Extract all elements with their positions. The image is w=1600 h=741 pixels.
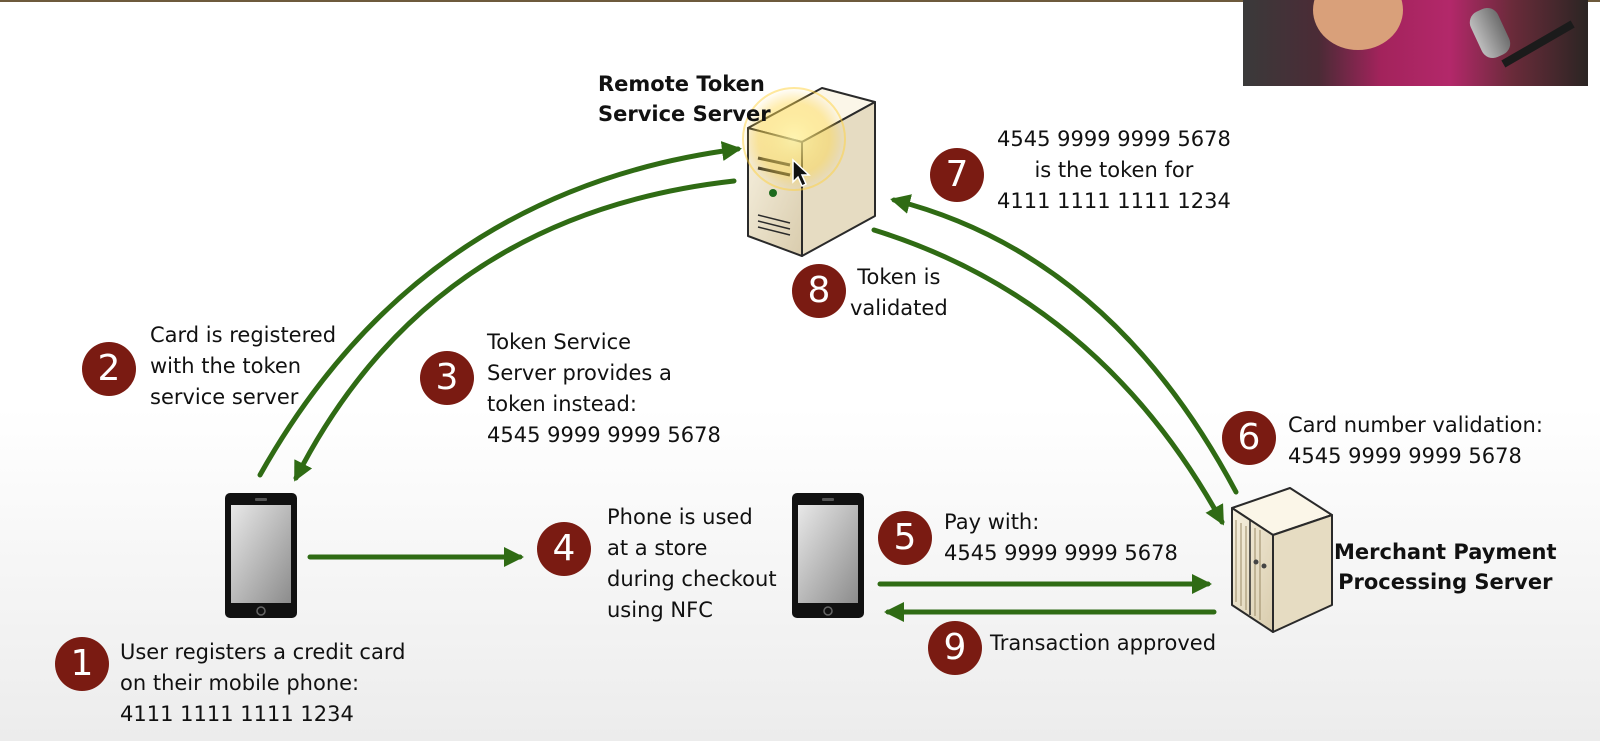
step-5-badge: 5 <box>878 511 932 565</box>
step-8-badge: 8 <box>792 264 846 318</box>
presenter-webcam-thumbnail <box>1243 0 1588 86</box>
microphone-arm <box>1501 20 1575 68</box>
step-4-text: Phone is used at a store during checkout… <box>607 505 777 622</box>
step-6-badge: 6 <box>1222 411 1276 465</box>
step-2-text: Card is registered with the token servic… <box>150 323 337 409</box>
remote-token-server-label: Remote Token Service Server <box>598 72 771 126</box>
arrow-merchant-to-token-server <box>890 194 1239 495</box>
step-7-text: 4545 9999 9999 5678 is the token for 411… <box>997 127 1231 213</box>
mobile-phone-icon <box>225 493 297 618</box>
mouse-cursor-icon <box>792 158 811 188</box>
store-phone-icon <box>792 493 864 618</box>
step-7-badge: 7 <box>930 148 984 202</box>
step-4-badge: 4 <box>537 522 591 576</box>
step-9-badge: 9 <box>928 621 982 675</box>
step-9-text: Transaction approved <box>990 631 1217 655</box>
step-8-text: Token is validated <box>850 265 948 320</box>
microphone-icon <box>1465 4 1515 62</box>
presenter-face <box>1313 0 1403 50</box>
step-5-text: Pay with: 4545 9999 9999 5678 <box>944 510 1178 565</box>
step-6-text: Card number validation: 4545 9999 9999 5… <box>1288 413 1543 468</box>
step-1-text: User registers a credit card on their mo… <box>120 640 406 726</box>
step-1-badge: 1 <box>55 637 109 691</box>
arrow-phone-to-token-server <box>257 141 742 478</box>
top-border <box>0 0 1600 2</box>
merchant-server-label: Merchant Payment Processing Server <box>1334 540 1557 594</box>
step-3-text: Token Service Server provides a token in… <box>487 330 721 447</box>
step-3-badge: 3 <box>420 351 474 405</box>
step-2-badge: 2 <box>82 342 136 396</box>
cursor-highlight <box>742 87 846 191</box>
arrow-token-server-to-merchant <box>871 227 1225 526</box>
arrow-token-server-to-phone <box>293 178 737 482</box>
merchant-server-icon <box>1231 487 1333 633</box>
